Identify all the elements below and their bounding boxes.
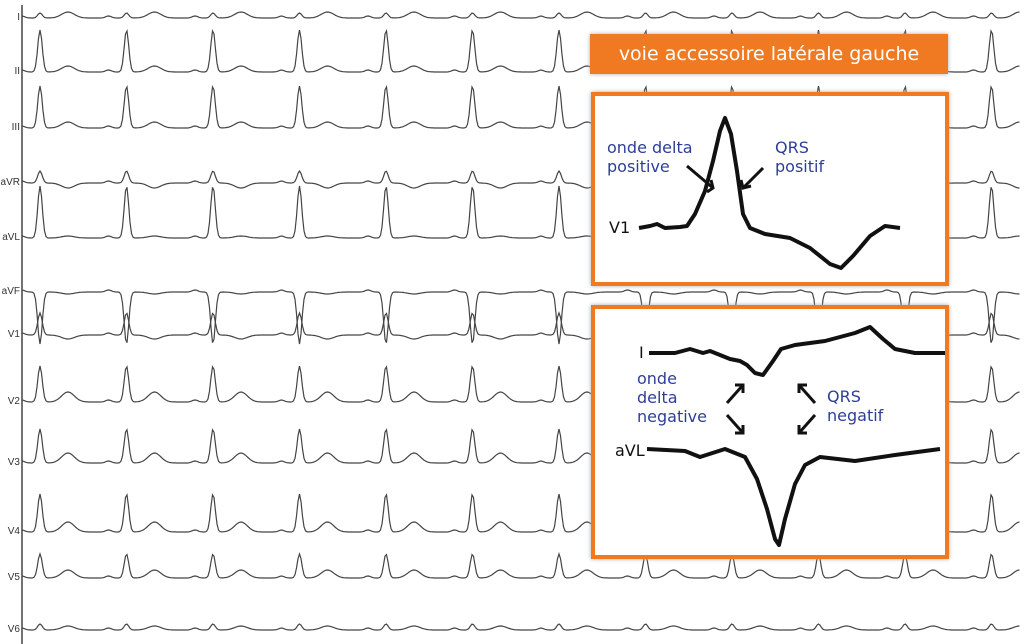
lead-label-avl: aVL bbox=[2, 232, 20, 243]
arrows bbox=[725, 383, 817, 435]
lead-label-v3: V3 bbox=[7, 457, 20, 468]
trace-avf bbox=[21, 289, 1020, 345]
lead-avl-label: aVL bbox=[615, 441, 645, 460]
lead-label-v1: V1 bbox=[7, 329, 20, 340]
arrow-delta bbox=[686, 164, 714, 190]
trace-v5 bbox=[21, 552, 1020, 579]
lead-label-v6: V6 bbox=[7, 624, 20, 635]
i-avl-waveform bbox=[646, 325, 945, 547]
v1-lead-label: V1 bbox=[609, 218, 631, 237]
lead-i-curve bbox=[649, 325, 945, 377]
lead-label-v4: V4 bbox=[7, 526, 20, 537]
lead-i-label: I bbox=[639, 343, 644, 362]
arrow-qrs bbox=[741, 166, 765, 190]
lead-label-iii: III bbox=[11, 122, 20, 133]
v1-curve bbox=[638, 116, 901, 270]
lead-label-avf: aVF bbox=[1, 286, 20, 297]
v1-waveform bbox=[638, 116, 901, 270]
lead-label-avr: aVR bbox=[0, 177, 20, 188]
lead-label-i: I bbox=[17, 12, 20, 23]
trace-v6 bbox=[21, 623, 1020, 631]
lead-avl-curve bbox=[646, 447, 941, 547]
lead-label-v2: V2 bbox=[7, 396, 20, 407]
trace-i bbox=[21, 11, 1020, 19]
lead-label-ii: II bbox=[14, 66, 20, 77]
title-banner: voie accessoire latérale gauche bbox=[590, 34, 948, 74]
lead-label-v5: V5 bbox=[7, 572, 20, 583]
